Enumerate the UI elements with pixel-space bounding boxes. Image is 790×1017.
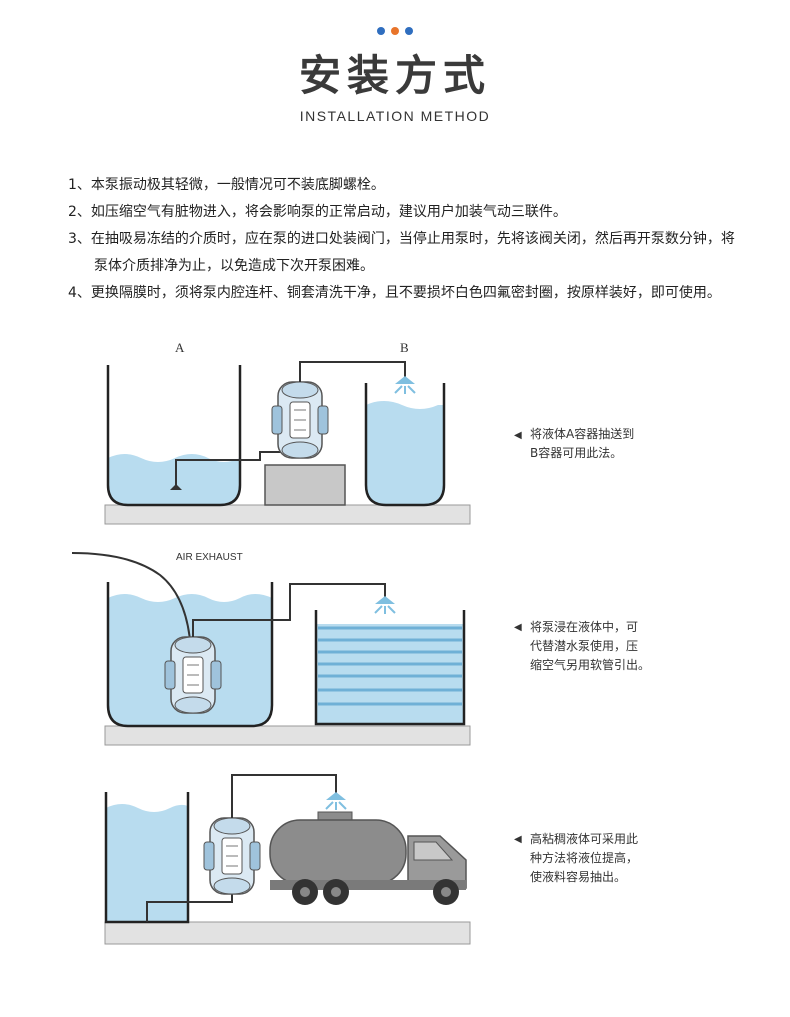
caption-2-line-3: 缩空气另用软管引出。 <box>530 658 651 672</box>
diagram-1: A B <box>104 340 471 525</box>
raised-tank-liquid <box>106 804 188 922</box>
label-a: A <box>175 340 185 355</box>
liquid-level-lines <box>318 626 462 706</box>
suction-pipe <box>175 451 286 488</box>
spray-nozzle-icon <box>394 375 416 395</box>
caption-2: 将泵浸在液体中，可 代替潜水泵使用，压 缩空气另用软管引出。 <box>530 618 650 675</box>
pump-icon <box>271 381 329 459</box>
spray-nozzle-icon <box>374 595 396 615</box>
strainer-icon <box>170 484 182 490</box>
air-exhaust-hose <box>71 552 191 641</box>
tank-b <box>364 383 446 507</box>
tanker-truck <box>269 811 467 905</box>
blue-dot-icon <box>405 27 413 35</box>
header-dots <box>0 20 790 39</box>
diagram-3 <box>104 774 471 945</box>
submerged-tank <box>106 582 274 728</box>
caption-1-line-2: B容器可用此法。 <box>530 446 623 460</box>
discharge-pipe <box>299 361 406 382</box>
caption-3-line-1: 高粘稠液体可采用此 <box>530 832 639 846</box>
caption-3: 高粘稠液体可采用此 种方法将液位提高， 使液料容易抽出。 <box>530 830 638 887</box>
caption-1-line-1: 将液体A容器抽送到 <box>530 427 635 441</box>
floor <box>104 725 471 746</box>
orange-dot-icon <box>391 27 399 35</box>
pump-icon <box>203 817 261 895</box>
discharge-pipe <box>192 583 386 637</box>
diagram-2: AIR EXHAUST <box>71 552 471 746</box>
installation-notes: 1、本泵振动极其轻微，一般情况可不装底脚螺栓。 2、如压缩空气有脏物进入，将会影… <box>68 172 748 307</box>
caption-2-line-1: 将泵浸在液体中，可 <box>530 620 639 634</box>
tank-a-liquid <box>108 454 240 505</box>
caption-arrow-icon: ◀ <box>514 834 522 845</box>
caption-arrow-icon: ◀ <box>514 430 522 441</box>
tank-b-liquid <box>366 401 444 505</box>
receiving-tank <box>314 610 466 726</box>
tank-a <box>106 365 242 507</box>
pump-base <box>264 464 346 506</box>
blue-dot-icon <box>377 27 385 35</box>
caption-1: 将液体A容器抽送到 B容器可用此法。 <box>530 425 634 463</box>
caption-3-line-3: 使液料容易抽出。 <box>530 870 627 884</box>
spray-nozzle-icon <box>325 791 347 811</box>
caption-2-line-2: 代替潜水泵使用，压 <box>530 639 639 653</box>
label-b: B <box>400 340 409 355</box>
note-2: 2、如压缩空气有脏物进入，将会影响泵的正常启动，建议用户加装气动三联件。 <box>68 204 567 220</box>
caption-arrow-icon: ◀ <box>514 622 522 633</box>
discharge-pipe <box>231 774 337 818</box>
air-exhaust-label: AIR EXHAUST <box>176 552 243 563</box>
note-4: 4、更换隔膜时，须将泵内腔连杆、铜套清洗干净，且不要损坏白色四氟密封圈，按原样装… <box>68 285 721 301</box>
submerged-pump-icon <box>164 636 222 714</box>
note-3: 3、在抽吸易冻结的介质时，应在泵的进口处装阀门，当停止用泵时，先将该阀关闭，然后… <box>68 231 735 274</box>
note-1: 1、本泵振动极其轻微，一般情况可不装底脚螺栓。 <box>68 177 385 193</box>
floor <box>104 504 471 525</box>
page-subtitle: INSTALLATION METHOD <box>299 108 491 124</box>
caption-3-line-2: 种方法将液位提高， <box>530 851 639 865</box>
floor <box>104 921 471 945</box>
page-title: 安装方式 <box>298 51 491 100</box>
